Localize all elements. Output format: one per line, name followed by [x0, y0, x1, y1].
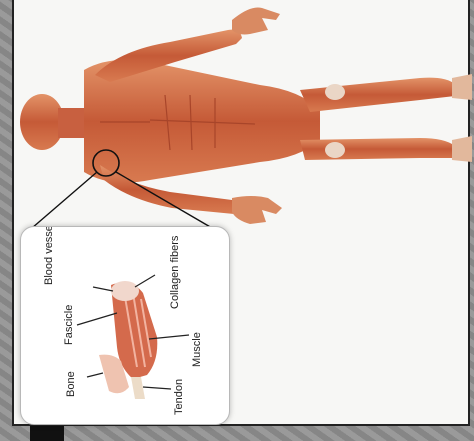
head: [20, 94, 64, 150]
knee-bottom: [325, 142, 345, 158]
neck: [58, 108, 88, 138]
label-bone: Bone: [65, 371, 77, 397]
foot-top: [452, 74, 472, 100]
inset-detail-panel: Blood vessel Collagen fibers Fascicle Mu…: [20, 226, 230, 425]
leg-top: [300, 78, 455, 112]
label-tendon: Tendon: [173, 379, 185, 415]
hand-bottom: [232, 196, 282, 224]
hand-top: [232, 8, 280, 35]
knee-top: [325, 84, 345, 100]
leg-bottom: [300, 138, 455, 160]
label-collagen-fibers: Collagen fibers: [169, 236, 181, 309]
callout-line-left: [32, 172, 97, 228]
label-blood-vessel: Blood vessel: [43, 226, 55, 285]
tendon-shape: [131, 377, 145, 399]
foot-bottom: [452, 136, 472, 162]
muscle-cross-section: [111, 281, 139, 301]
label-fascicle: Fascicle: [63, 305, 75, 345]
label-muscle: Muscle: [191, 332, 203, 367]
